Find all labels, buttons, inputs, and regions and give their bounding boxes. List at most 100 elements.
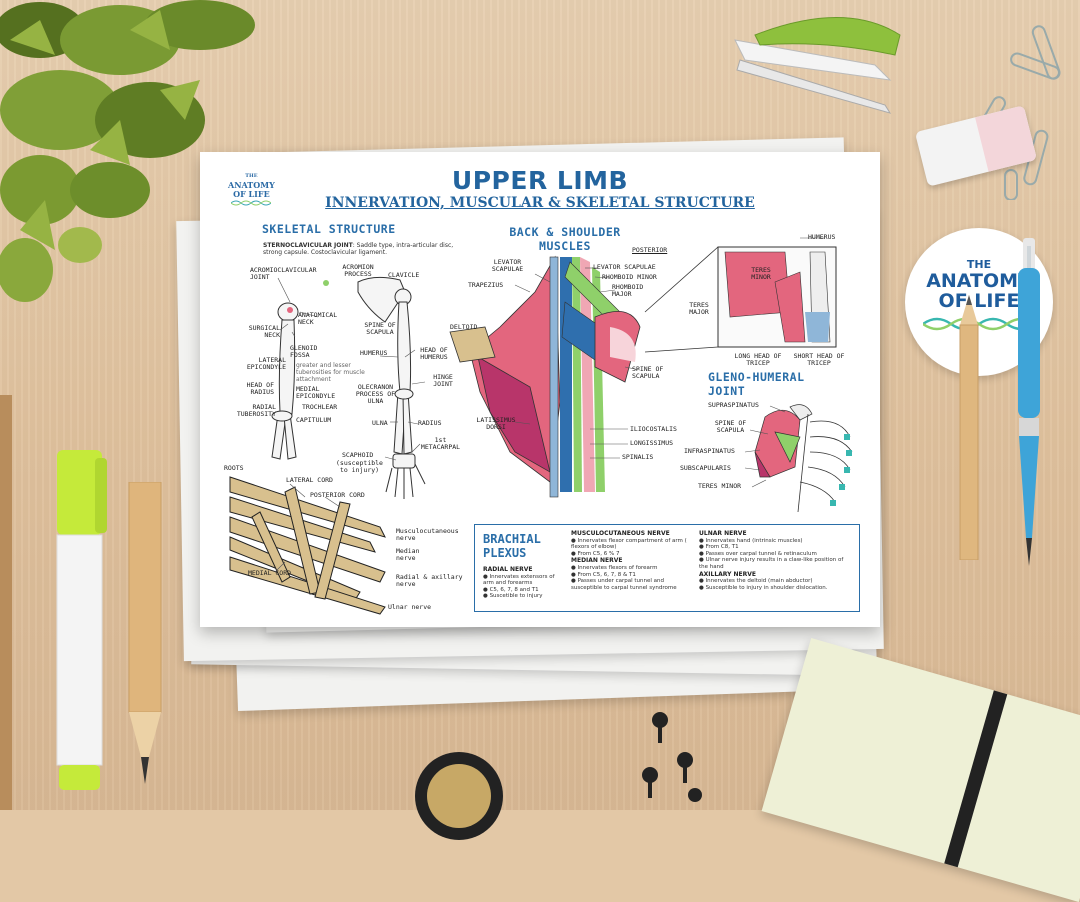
median-line-text: Passes under carpal tunnel and susceptib… — [571, 578, 677, 591]
cork-holder — [415, 752, 503, 840]
ulnar-line: ● Innervates hand (intrinsic muscles) — [699, 537, 803, 544]
label-radial-axillary: Radial & axillary nerve — [396, 573, 463, 588]
label-acromioclavicular: ACROMIOCLAVICULAR JOINT — [250, 266, 317, 281]
label-latissimus: LATISSIMUS DORSI — [476, 416, 516, 431]
label-iliocostalis: ILIOCOSTALIS — [630, 425, 677, 433]
median-line: ● Passes under carpal tunnel and suscept… — [571, 578, 677, 591]
ulnar-line: ● Passes over carpal tunnel & retinaculu… — [699, 550, 817, 557]
label-radial-tuberosity: RADIAL TUBEROSITY — [236, 403, 276, 418]
musculocutaneous-line-text: Innervates flexor compartment of arm ( f… — [571, 537, 687, 551]
label-acromion: ACROMION PROCESS — [342, 263, 374, 278]
radial-nerve-info: RADIAL NERVE ● Innervates extensors of a… — [483, 566, 563, 600]
axillary-line: ● Innervates the deltoid (main abductor) — [699, 578, 813, 585]
label-long-head-tricep: LONG HEAD OF TRICEP — [734, 352, 782, 367]
ulnar-line: ● From C8, T1 — [699, 544, 739, 551]
label-posterior: POSTERIOR — [632, 246, 668, 254]
brachial-plexus-diagram — [229, 476, 386, 615]
axillary-line-text: Susceptible to injury in shoulder disloc… — [705, 584, 828, 591]
axillary-nerve-name: AXILLARY NERVE — [699, 570, 756, 578]
label-scaphoid: SCAPHOID — [342, 451, 374, 459]
label-hinge-joint: HINGE JOINT — [433, 373, 453, 388]
push-pins — [642, 712, 702, 802]
label-longissimus: LONGISSIMUS — [630, 439, 674, 447]
label-olecranon: OLECRANON PROCESS OF ULNA — [355, 383, 396, 405]
brachial-plexus-box: BRACHIAL PLEXUS RADIAL NERVE ● Innervate… — [474, 524, 860, 612]
musculocutaneous-name: MUSCULOCUTANEOUS NERVE — [571, 530, 670, 537]
anatomy-poster: THE ANATOMY OF LIFE UPPER LIMB INNERVATI… — [200, 152, 880, 627]
label-median: Median nerve — [396, 547, 420, 562]
radial-line: ● Suscetible to injury — [483, 593, 543, 600]
median-line-text: From C5, 6, 7, 8 & T1 — [577, 571, 636, 578]
label-tuberosities: greater and lesser tuberosities for musc… — [296, 362, 365, 383]
label-head-humerus: HEAD OF HUMERUS — [420, 346, 448, 361]
label-anatomical-neck: ANATOMICAL NECK — [298, 311, 338, 326]
axillary-line-text: Innervates the deltoid (main abductor) — [705, 578, 813, 585]
blue-pen — [1018, 238, 1040, 566]
median-line: ● Innervates flexors of forearm — [571, 564, 658, 571]
ulnar-line-text: Innervates hand (intrinsic muscles) — [705, 537, 803, 544]
skeleton-diagram — [271, 276, 426, 499]
label-lateral-epicondyle: LATERAL EPICONDYLE — [246, 356, 286, 371]
label-trapezius: TRAPEZIUS — [468, 281, 504, 289]
label-humerus: HUMERUS — [360, 349, 388, 357]
radial-line-text: Suscetible to injury — [489, 593, 543, 600]
label-deltoid: DELTOID — [450, 323, 478, 331]
label-subscapularis: SUBSCAPULARIS — [680, 464, 731, 472]
label-glenoid: GLENOID FOSSA — [290, 344, 318, 359]
poster-title: UPPER LIMB — [451, 166, 629, 195]
label-scaphoid-note: (susceptible to injury) — [336, 459, 383, 474]
musculocutaneous-nerve-info: MUSCULOCUTANEOUS NERVE ● Innervates flex… — [571, 530, 691, 591]
ruler — [0, 395, 12, 810]
gleno-humeral-heading: GLENO-HUMERAL JOINT — [708, 370, 805, 398]
ulnar-nerve-info: ULNAR NERVE ● Innervates hand (intrinsic… — [699, 530, 849, 591]
label-spine-scapula-gleno: SPINE OF SCAPULA — [714, 419, 747, 434]
logo-line: OF LIFE — [233, 189, 270, 199]
poster-logo: THE ANATOMY OF LIFE — [228, 172, 275, 209]
back-shoulder-heading: BACK & SHOULDER MUSCLES — [509, 225, 621, 253]
dna-icon — [923, 317, 1035, 331]
ulnar-line-text: Ulnar nerve injury results in a claw-lik… — [699, 557, 844, 570]
skeletal-heading: SKELETAL STRUCTURE — [262, 222, 396, 236]
radial-line: ● C5, 6, 7, 8 and T1 — [483, 586, 539, 593]
label-first-metacarpal: 1st METACARPAL — [420, 436, 461, 451]
label-teres-minor-gleno: TERES MINOR — [698, 482, 742, 490]
musculocutaneous-line: ● From C5, 6 % 7 — [571, 550, 620, 557]
sternoclavicular-note: STERNOCLAVICULAR JOINT: Saddle type, int… — [263, 242, 463, 256]
back-muscles-diagram — [449, 237, 837, 498]
label-short-head-tricep: SHORT HEAD OF TRICEP — [793, 352, 845, 367]
logo-line: ANATOMY — [228, 180, 275, 190]
sticker-line: THE — [966, 258, 992, 271]
notebook-elastic-band — [944, 690, 1008, 868]
radial-line-text: Innervates extensors of arm and forearms — [483, 573, 555, 587]
sticker-line: ANATOMY — [926, 270, 1032, 292]
poster-subtitle: INNERVATION, MUSCULAR & SKELETAL STRUCTU… — [325, 195, 755, 211]
ulnar-line-text: From C8, T1 — [705, 544, 739, 551]
label-capitulum: CAPITULUM — [296, 416, 332, 424]
radial-line-text: C5, 6, 7, 8 and T1 — [489, 586, 539, 593]
musculocutaneous-line: ● Innervates flexor compartment of arm (… — [571, 537, 687, 551]
median-line: ● From C5, 6, 7, 8 & T1 — [571, 571, 636, 578]
sc-joint-name: STERNOCLAVICULAR JOINT — [263, 242, 353, 249]
median-nerve-name: MEDIAN NERVE — [571, 557, 623, 565]
ulnar-line: ● Ulnar nerve injury results in a claw-l… — [699, 557, 844, 570]
label-teres-major: TERES MAJOR — [689, 301, 709, 316]
label-spinalis: SPINALIS — [622, 453, 654, 461]
label-humerus-inset: HUMERUS — [808, 233, 836, 241]
cork-surface — [427, 764, 491, 828]
ulnar-nerve-name: ULNAR NERVE — [699, 530, 747, 537]
wooden-pencil — [959, 295, 979, 560]
label-ulnar: Ulnar nerve — [388, 603, 432, 611]
label-ulna: ULNA — [372, 419, 388, 427]
ulnar-line-text: Passes over carpal tunnel & retinaculum — [705, 550, 817, 557]
stapler — [734, 17, 901, 114]
label-teres-minor: TERES MINOR — [751, 266, 771, 281]
label-lateral-cord: LATERAL CORD — [286, 476, 333, 484]
label-levator-scapulae-left: LEVATOR SCAPULAE — [491, 258, 524, 273]
label-roots: ROOTS — [224, 464, 244, 472]
median-line-text: Innervates flexors of forearm — [577, 564, 658, 571]
logo-line: THE — [245, 173, 258, 179]
brachial-plexus-heading: BRACHIAL PLEXUS — [483, 532, 541, 560]
radial-nerve-name: RADIAL NERVE — [483, 566, 533, 573]
label-rhomboid-major: RHOMBOID MAJOR — [612, 283, 644, 298]
label-infraspinatus: INFRASPINATUS — [684, 447, 735, 455]
